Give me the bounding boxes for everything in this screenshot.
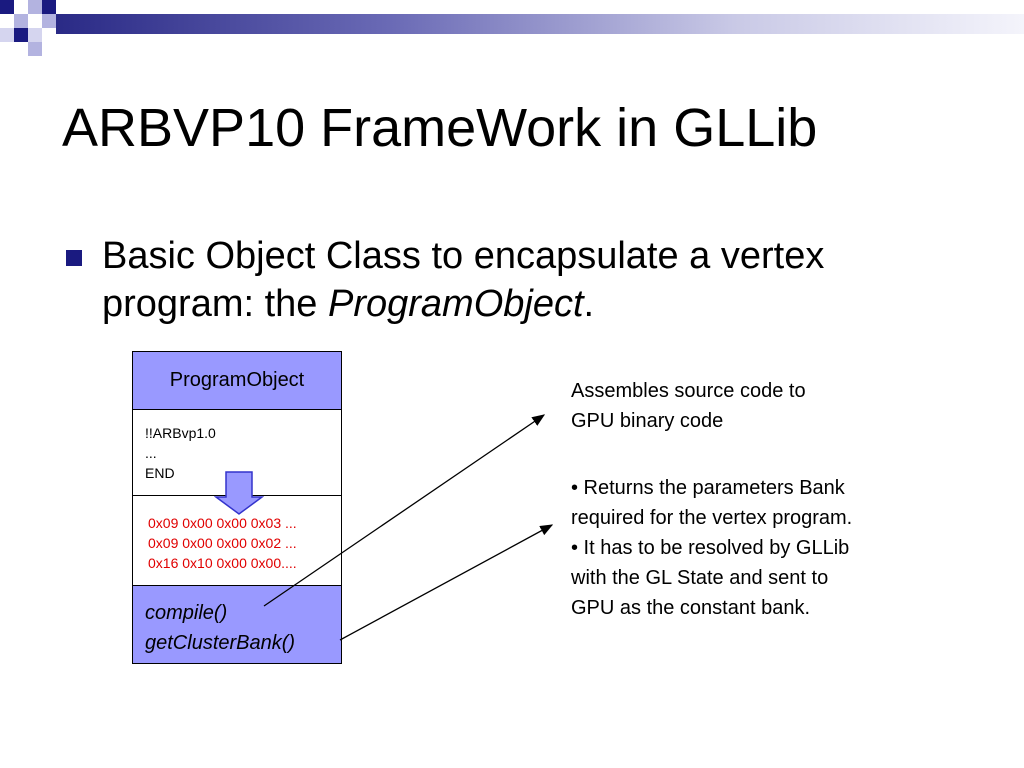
method-get-cluster-bank: getClusterBank()	[145, 632, 296, 654]
down-arrow-icon	[214, 471, 264, 515]
methods-section: compile() getClusterBank()	[133, 586, 341, 663]
note-line: with the GL State and sent to	[571, 567, 829, 589]
note-line: GPU as the constant bank.	[571, 597, 811, 619]
note-line: Assembles source code to	[571, 380, 806, 402]
header-decoration	[0, 0, 1024, 56]
decor-square	[14, 28, 28, 42]
bank-connector	[339, 524, 554, 641]
note-line: • Returns the parameters Bank	[571, 477, 845, 499]
cluster-bank-note: • Returns the parameters Bank required f…	[571, 473, 991, 623]
slide-title: ARBVP10 FrameWork in GLLib	[62, 98, 818, 158]
source-line: !!ARBvp1.0	[145, 425, 216, 441]
note-line: required for the vertex program.	[571, 507, 853, 529]
source-line: ...	[145, 445, 157, 461]
compile-note: Assembles source code to GPU binary code	[571, 376, 991, 436]
decor-square	[0, 0, 14, 14]
decor-square	[28, 42, 42, 56]
method-compile: compile()	[145, 602, 228, 624]
decor-square	[28, 0, 42, 14]
bullet-text-main: Basic Object Class to encapsulate a vert…	[102, 235, 825, 325]
header-gradient-bar	[56, 14, 1024, 34]
bullet-text-emphasis: ProgramObject	[328, 283, 584, 325]
decor-square	[28, 28, 42, 42]
bullet-square-icon	[66, 250, 82, 266]
decor-square	[14, 14, 28, 28]
program-object-header: ProgramObject	[133, 352, 341, 410]
bullet-text-end: .	[583, 283, 595, 325]
decor-square	[42, 14, 56, 28]
binary-code-section: 0x09 0x00 0x00 0x03 ... 0x09 0x00 0x00 0…	[133, 496, 341, 586]
binary-line: 0x16 0x10 0x00 0x00....	[148, 555, 297, 571]
note-line: GPU binary code	[571, 410, 724, 432]
binary-line: 0x09 0x00 0x00 0x02 ...	[148, 535, 297, 551]
binary-line: 0x09 0x00 0x00 0x03 ...	[148, 515, 297, 531]
bullet-text: Basic Object Class to encapsulate a vert…	[102, 232, 902, 328]
source-line: END	[145, 465, 175, 481]
decor-square	[42, 0, 56, 14]
note-line: • It has to be resolved by GLLib	[571, 537, 850, 559]
decor-square	[0, 28, 14, 42]
